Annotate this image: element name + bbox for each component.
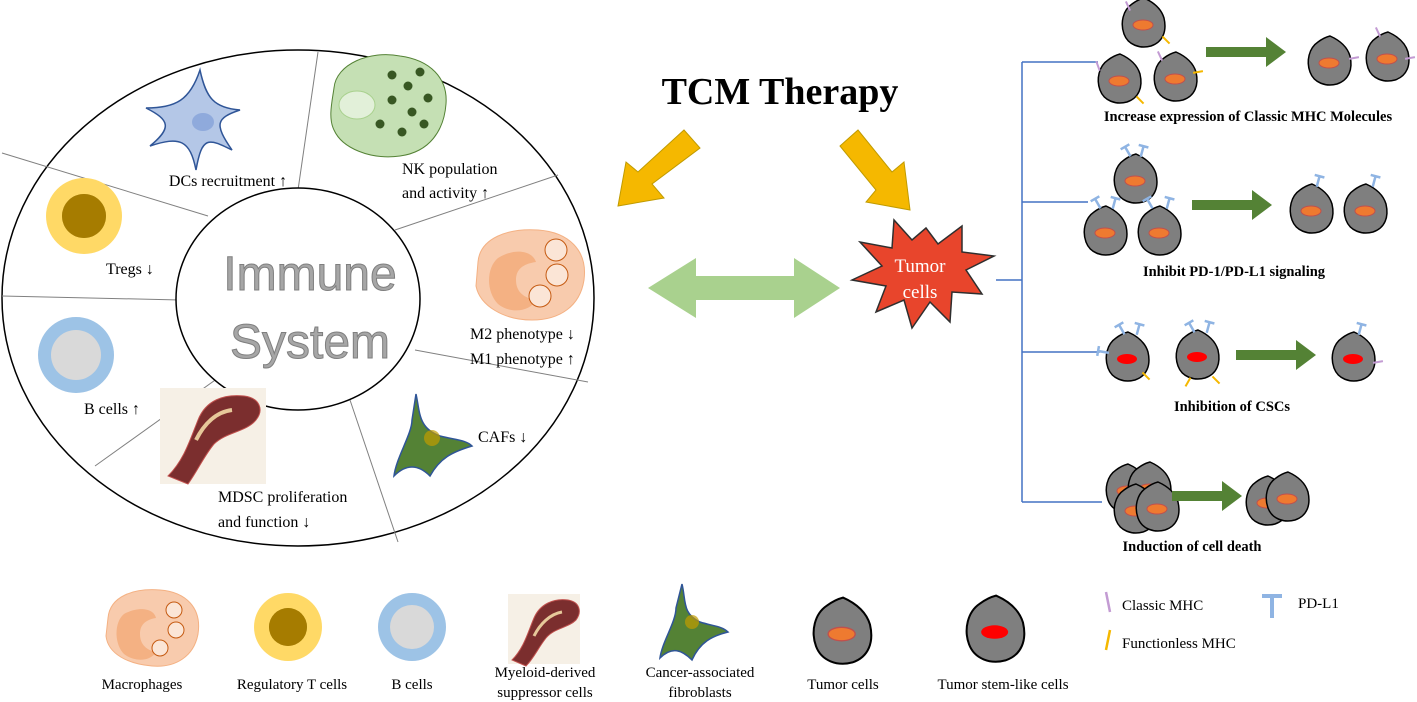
dendritic-cell-icon	[145, 67, 241, 171]
caf-icon	[393, 393, 474, 479]
pd-green-arrow-icon	[1192, 190, 1272, 220]
csc-green-arrow-icon	[1236, 340, 1316, 370]
legend-treg-icon	[254, 593, 322, 661]
orange-arrow-right-icon	[839, 129, 911, 211]
pd-mechanism-label: Inhibit PD-1/PD-L1 signaling	[1143, 264, 1326, 280]
mhc-green-arrow-icon	[1206, 37, 1286, 67]
double-arrow-icon	[648, 258, 840, 318]
b-cells-label: B cells ↑	[84, 401, 140, 418]
m2-phenotype-label: M2 phenotype ↓	[470, 326, 575, 343]
pd-after-cells	[1289, 173, 1388, 234]
tregs-label: Tregs ↓	[106, 261, 154, 278]
csc-mechanism-label: Inhibition of CSCs	[1174, 399, 1290, 415]
legend-tregs-label: Regulatory T cells	[237, 677, 347, 693]
mhc-before-cells	[1095, 0, 1204, 105]
legend-pdl1-icon	[1262, 594, 1282, 618]
legend-caf-label-line2: fibroblasts	[668, 685, 731, 701]
cafs-label: CAFs ↓	[478, 429, 527, 446]
legend-functionless-mhc-label: Functionless MHC	[1122, 636, 1236, 652]
mdsc-label-line1: MDSC proliferation	[218, 489, 347, 506]
legend-functionless-mhc-icon	[1104, 629, 1112, 651]
legend-classic-mhc-icon	[1104, 591, 1112, 613]
legend-stem-cells-label: Tumor stem-like cells	[937, 677, 1068, 693]
pd-before-cells	[1083, 143, 1182, 256]
mhc-mechanism-label: Increase expression of Classic MHC Molec…	[1104, 109, 1393, 125]
death-green-arrow-icon	[1172, 481, 1242, 511]
legend-caf-icon	[658, 583, 730, 662]
legend-mdsc-icon	[508, 594, 580, 667]
death-after-cells	[1245, 471, 1310, 526]
orange-arrow-left-icon	[617, 129, 701, 207]
legend-mdsc-label-line2: suppressor cells	[497, 685, 593, 701]
death-before-cells	[1105, 461, 1180, 534]
tumor-cells-starburst-icon	[849, 218, 997, 330]
treg-icon	[46, 178, 122, 254]
legend-classic-mhc-label: Classic MHC	[1122, 598, 1203, 614]
legend-caf-label-line1: Cancer-associated	[646, 665, 755, 681]
legend-macrophage-icon	[105, 589, 200, 667]
macrophage-icon	[475, 229, 585, 321]
legend-tumor-cells-label: Tumor cells	[807, 677, 879, 693]
mdsc-label-line2: and function ↓	[218, 514, 310, 531]
legend-pdl1-label: PD-L1	[1298, 596, 1339, 612]
tumor-label-line2: cells	[903, 282, 938, 303]
immune-title-line2: System	[230, 316, 390, 369]
legend-stem-cell-icon	[965, 594, 1026, 663]
mdsc-icon	[160, 388, 266, 485]
mechanism-bracket	[996, 61, 1102, 503]
immune-system-ellipse	[1, 49, 595, 547]
immune-title-line1: Immune	[223, 248, 396, 301]
legend-macrophages-label: Macrophages	[102, 677, 183, 693]
csc-after-cells	[1331, 321, 1384, 382]
legend-tumor-cell-icon	[812, 596, 873, 665]
csc-before-cells	[1095, 319, 1221, 388]
legend-b-cell-icon	[378, 593, 446, 661]
tumor-label-line1: Tumor	[894, 256, 946, 277]
legend-b-cells-label: B cells	[391, 677, 432, 693]
legend-mdsc-label-line1: Myeloid-derived	[495, 665, 596, 681]
nk-label-line2: and activity ↑	[402, 185, 489, 202]
death-mechanism-label: Induction of cell death	[1123, 539, 1262, 555]
b-cell-icon	[38, 317, 114, 393]
tcm-therapy-title: TCM Therapy	[662, 71, 899, 113]
nk-cell-icon	[330, 54, 447, 158]
mhc-after-cells	[1307, 26, 1416, 86]
dcs-recruitment-label: DCs recruitment ↑	[169, 173, 287, 190]
nk-label-line1: NK population	[402, 161, 498, 178]
m1-phenotype-label: M1 phenotype ↑	[470, 351, 575, 368]
